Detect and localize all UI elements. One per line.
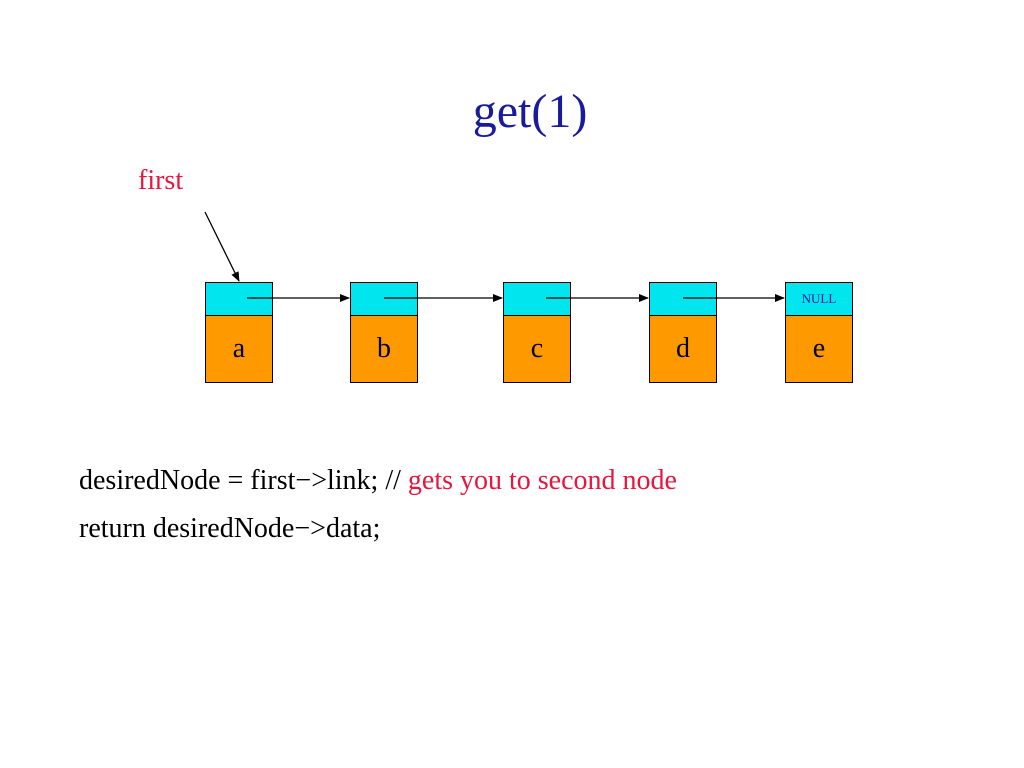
node-c-link-field (503, 282, 571, 316)
first-pointer-arrow (204, 211, 240, 282)
code-comment: gets you to second node (407, 465, 677, 496)
node-b: b (350, 282, 418, 384)
node-a-data-field: a (205, 315, 273, 383)
node-e: NULL e (785, 282, 853, 384)
node-a: a (205, 282, 273, 384)
code-statement-2: return desiredNode−>data; (79, 513, 381, 544)
code-statement-1: desiredNode = first−>link; (79, 465, 379, 496)
node-b-link-field (350, 282, 418, 316)
node-d-data-field: d (649, 315, 717, 383)
node-d-link-field (649, 282, 717, 316)
code-line-2: return desiredNode−>data; (79, 512, 380, 546)
code-line-1: desiredNode = first−>link; // gets you t… (79, 464, 677, 498)
node-b-data-field: b (350, 315, 418, 383)
node-e-link-field: NULL (785, 282, 853, 316)
node-e-data-field: e (785, 315, 853, 383)
comment-marker: // (385, 465, 401, 496)
node-d: d (649, 282, 717, 384)
node-c-data-field: c (503, 315, 571, 383)
node-a-link-field (205, 282, 273, 316)
node-c: c (503, 282, 571, 384)
null-label: NULL (801, 291, 837, 306)
slide-title: get(1) (472, 85, 588, 138)
first-pointer-label: first (138, 165, 184, 196)
